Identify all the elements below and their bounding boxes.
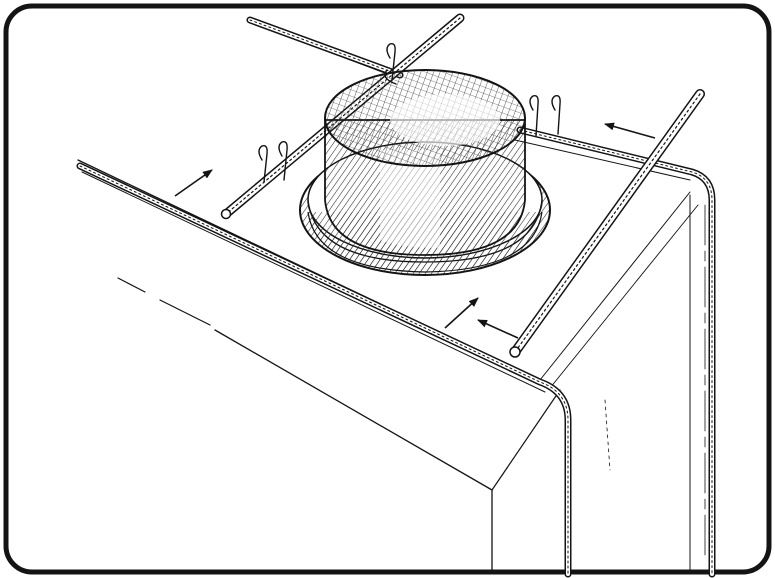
wire-ties: [258, 42, 561, 183]
direction-arrows: [174, 122, 656, 339]
cylindrical-cap: [299, 69, 551, 276]
wire-rods: [76, 13, 716, 578]
